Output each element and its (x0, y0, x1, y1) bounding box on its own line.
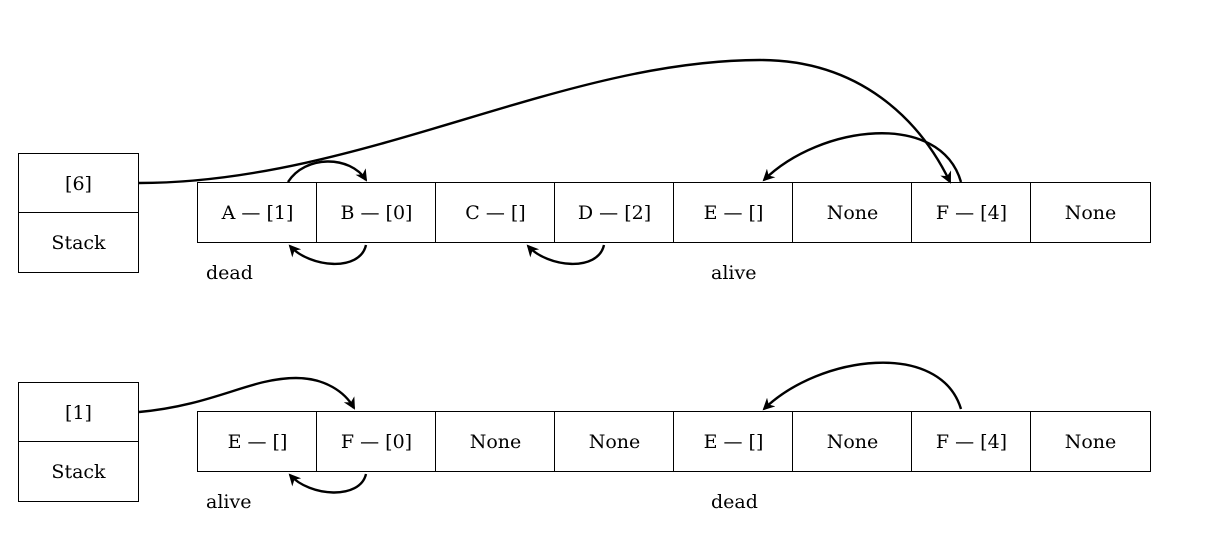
bottom-stack-label: Stack (18, 441, 139, 502)
bottom-cell-0: E — [] (197, 411, 318, 472)
bottom-cell-5: None (792, 411, 913, 472)
top-cell-6: F — [4] (911, 182, 1032, 243)
top-cell-0: A — [1] (197, 182, 318, 243)
bottom-cell-4: E — [] (673, 411, 794, 472)
arrow-f-to-e-bottom (288, 473, 368, 494)
top-cell-4: E — [] (673, 182, 794, 243)
bottom-dead-label: dead (711, 491, 758, 513)
arrow-f-to-e (762, 132, 963, 183)
arrow-stack-to-f (138, 58, 952, 185)
arrow-f-to-e-right (762, 361, 963, 411)
bottom-cell-6: F — [4] (911, 411, 1032, 472)
top-stack-label: Stack (18, 212, 139, 273)
arrow-a-to-b (286, 160, 368, 183)
arrow-d-to-c (526, 244, 606, 266)
top-dead-label: dead (206, 262, 253, 284)
bottom-cell-2: None (435, 411, 556, 472)
top-cell-1: B — [0] (316, 182, 437, 243)
top-stack-value: [6] (18, 153, 139, 214)
arrow-b-to-a (288, 244, 368, 266)
bottom-cell-3: None (554, 411, 675, 472)
bottom-cell-1: F — [0] (316, 411, 437, 472)
bottom-cell-7: None (1030, 411, 1151, 472)
top-cell-5: None (792, 182, 913, 243)
arrow-stack-to-f-bottom (138, 376, 356, 414)
top-alive-label: alive (711, 262, 757, 284)
bottom-alive-label: alive (206, 491, 252, 513)
top-cell-7: None (1030, 182, 1151, 243)
top-cell-3: D — [2] (554, 182, 675, 243)
top-cell-2: C — [] (435, 182, 556, 243)
bottom-stack-value: [1] (18, 382, 139, 443)
